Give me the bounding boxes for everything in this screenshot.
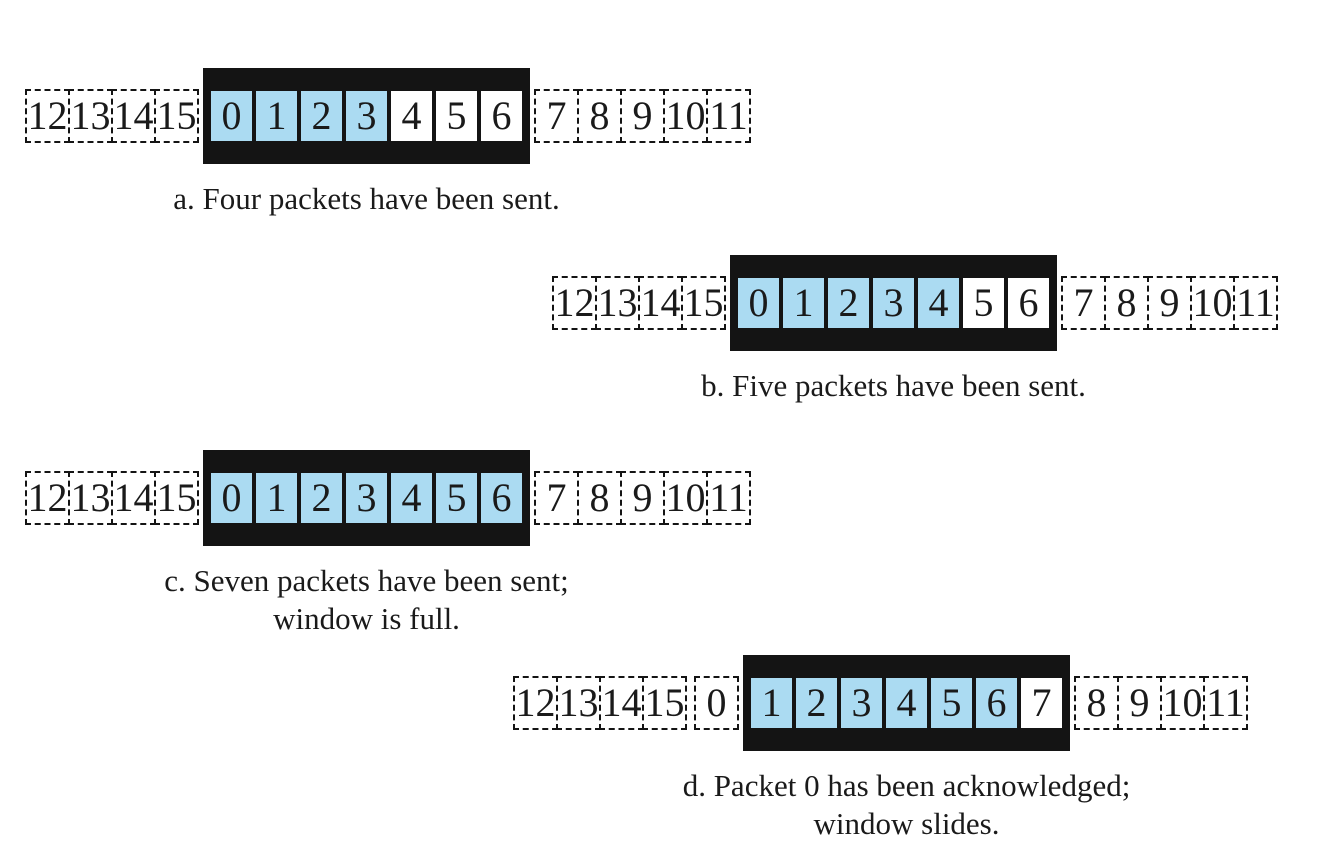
packet-cell-15: 15	[681, 276, 726, 330]
packet-cell-9: 9	[620, 471, 665, 525]
packet-cell-11: 11	[706, 89, 751, 143]
packet-cell-7: 7	[1061, 276, 1106, 330]
packet-cell-13: 13	[595, 276, 640, 330]
packet-cell-2: 2	[826, 276, 871, 330]
packet-cell-1: 1	[254, 89, 299, 143]
packet-cell-14: 14	[111, 471, 156, 525]
caption-line: window slides.	[813, 806, 1000, 841]
packet-cell-12: 12	[25, 89, 70, 143]
caption-a: a. Four packets have been sent.	[173, 180, 560, 218]
caption-line: d. Packet 0 has been acknowledged;	[682, 768, 1131, 803]
packet-cell-5: 5	[929, 676, 974, 730]
packet-cell-10: 10	[663, 89, 708, 143]
caption-line: c. Seven packets have been sent;	[164, 563, 569, 598]
caption-line: a. Four packets have been sent.	[173, 181, 560, 216]
packet-cell-12: 12	[552, 276, 597, 330]
packet-cell-6: 6	[479, 89, 524, 143]
packet-cell-9: 9	[1147, 276, 1192, 330]
packet-cell-11: 11	[1203, 676, 1248, 730]
packet-cell-14: 14	[638, 276, 683, 330]
packet-cell-11: 11	[706, 471, 751, 525]
packet-cell-13: 13	[68, 89, 113, 143]
packet-cell-4: 4	[884, 676, 929, 730]
packet-cell-0: 0	[209, 89, 254, 143]
packet-cell-5: 5	[434, 89, 479, 143]
packet-cell-8: 8	[577, 471, 622, 525]
packet-cell-8: 8	[1074, 676, 1119, 730]
packet-cell-4: 4	[916, 276, 961, 330]
caption-b: b. Five packets have been sent.	[701, 367, 1086, 405]
packet-cell-4: 4	[389, 471, 434, 525]
packet-cell-8: 8	[1104, 276, 1149, 330]
packet-cell-0: 0	[694, 676, 739, 730]
packet-cell-10: 10	[1160, 676, 1205, 730]
packet-cell-12: 12	[513, 676, 558, 730]
caption-d: d. Packet 0 has been acknowledged;window…	[683, 767, 1131, 843]
packet-cell-15: 15	[642, 676, 687, 730]
caption-line: b. Five packets have been sent.	[701, 368, 1086, 403]
packet-cell-9: 9	[620, 89, 665, 143]
outside-window-group-left: 0	[694, 676, 739, 730]
packet-cell-15: 15	[154, 471, 199, 525]
packet-cell-3: 3	[344, 471, 389, 525]
packet-cell-13: 13	[556, 676, 601, 730]
packet-cell-10: 10	[663, 471, 708, 525]
packet-cell-2: 2	[299, 471, 344, 525]
packet-cell-3: 3	[871, 276, 916, 330]
caption-c: c. Seven packets have been sent;window i…	[164, 562, 569, 638]
packet-cell-0: 0	[736, 276, 781, 330]
packet-cell-3: 3	[344, 89, 389, 143]
packet-cell-7: 7	[1019, 676, 1064, 730]
packet-cell-2: 2	[794, 676, 839, 730]
packet-cell-14: 14	[599, 676, 644, 730]
caption-line: window is full.	[273, 601, 460, 636]
packet-cell-15: 15	[154, 89, 199, 143]
packet-cell-10: 10	[1190, 276, 1235, 330]
packet-cell-2: 2	[299, 89, 344, 143]
packet-cell-1: 1	[254, 471, 299, 525]
packet-cell-6: 6	[479, 471, 524, 525]
packet-cell-1: 1	[781, 276, 826, 330]
packet-cell-6: 6	[974, 676, 1019, 730]
packet-cell-1: 1	[749, 676, 794, 730]
packet-cell-4: 4	[389, 89, 434, 143]
packet-cell-5: 5	[961, 276, 1006, 330]
packet-cell-7: 7	[534, 471, 579, 525]
packet-cell-11: 11	[1233, 276, 1278, 330]
packet-cell-7: 7	[534, 89, 579, 143]
packet-cell-0: 0	[209, 471, 254, 525]
packet-cell-8: 8	[577, 89, 622, 143]
packet-cell-13: 13	[68, 471, 113, 525]
packet-cell-3: 3	[839, 676, 884, 730]
packet-cell-5: 5	[434, 471, 479, 525]
packet-cell-14: 14	[111, 89, 156, 143]
packet-cell-12: 12	[25, 471, 70, 525]
packet-cell-6: 6	[1006, 276, 1051, 330]
packet-cell-9: 9	[1117, 676, 1162, 730]
